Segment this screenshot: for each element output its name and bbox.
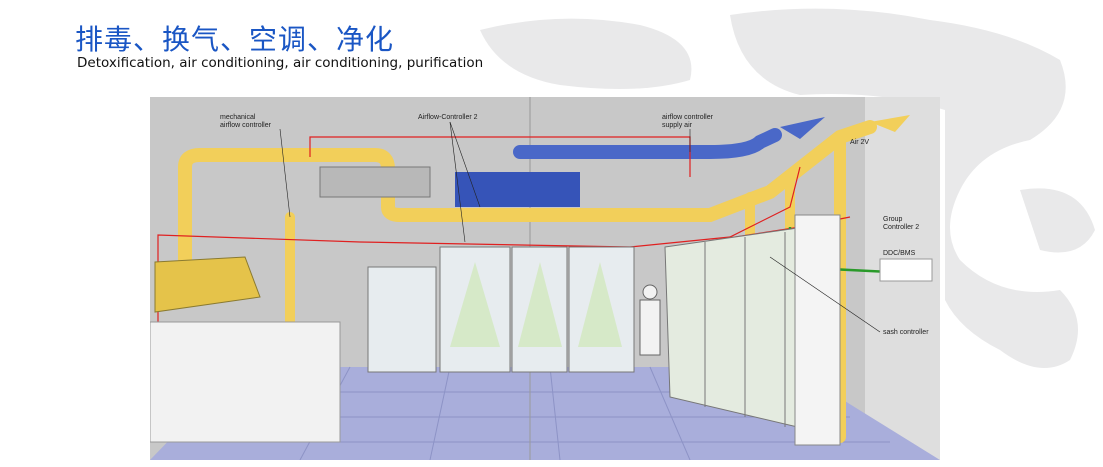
diagram-label: DDC/BMS [883, 250, 916, 257]
page-subtitle: Detoxification, air conditioning, air co… [77, 55, 484, 71]
lab-ventilation-diagram: mechanical airflow controller Airflow-Co… [150, 97, 940, 460]
lab-bench [150, 321, 341, 443]
diagram-label: Group [883, 216, 903, 223]
supply-arrow [780, 117, 825, 139]
duct-column [794, 214, 841, 446]
diagram-label: Controller 2 [883, 224, 919, 231]
diagram-label: sash controller [883, 329, 929, 336]
page-title: 排毒、换气、空调、净化 [75, 23, 395, 56]
diagram-label: Airflow-Controller 2 [418, 114, 478, 121]
ddc-bms-box [879, 258, 933, 282]
technician [642, 284, 658, 300]
supply-duct [513, 128, 782, 159]
diagram-label: supply air [662, 122, 693, 129]
ceiling-diffuser [319, 166, 431, 198]
fume-hood-left [154, 256, 261, 313]
diagram-label: airflow controller [220, 122, 272, 129]
supply-diffuser [455, 172, 580, 207]
exhaust-arrow [870, 115, 910, 132]
diagram-label: mechanical [220, 114, 256, 121]
diagram-label: Air 2V [850, 139, 869, 146]
cabinet [367, 266, 437, 373]
diagram-label: airflow controller [662, 114, 714, 121]
